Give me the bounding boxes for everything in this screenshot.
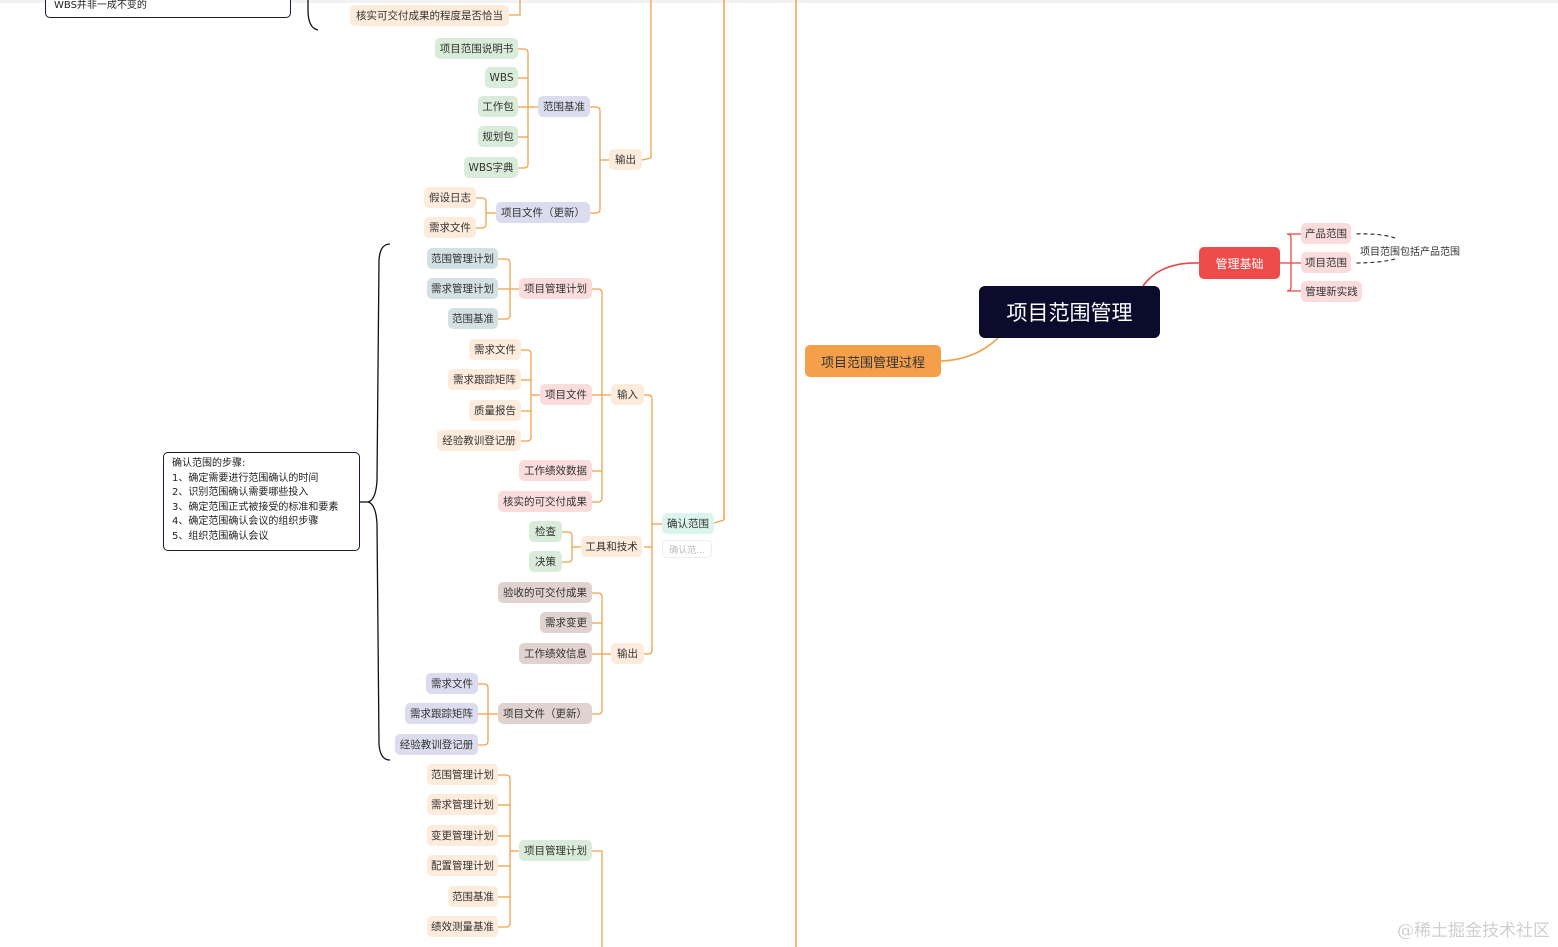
docs-input-bracket (521, 349, 532, 355)
validate-bracket (644, 394, 653, 400)
scope-baseline-node[interactable]: 范围基准 (538, 96, 590, 117)
relation-label: 项目范围包括产品范围 (1360, 247, 1460, 258)
verified-deliverables-node[interactable]: 核实的可交付成果 (498, 491, 592, 512)
project-docs-bracket (476, 197, 487, 203)
relation-arrow-2 (1353, 258, 1396, 264)
validate-sub-placeholder[interactable]: 确认范... (662, 540, 712, 558)
req-mgmt-plan-node[interactable]: 需求管理计划 (427, 278, 498, 299)
wbs-output-bracket (590, 106, 601, 112)
wbs-output-bracket (590, 208, 601, 214)
ctrl-change-plan-node[interactable]: 变更管理计划 (427, 825, 498, 846)
wbs-output-node[interactable]: 输出 (609, 149, 642, 170)
req-doc-input-node[interactable]: 需求文件 (469, 339, 521, 360)
new-practice-node[interactable]: 管理新实践 (1301, 281, 1362, 302)
validate-link (713, 519, 725, 524)
inspection-node[interactable]: 检查 (529, 521, 562, 542)
scope-baseline-bracket (518, 163, 529, 169)
wbs-node[interactable]: WBS (485, 67, 518, 88)
basis-branch[interactable]: 管理基础 (1199, 247, 1280, 279)
process-branch[interactable]: 项目范围管理过程 (805, 345, 941, 377)
pmp-input-bracket (498, 314, 511, 320)
control-pmp-bracket (498, 922, 511, 928)
validate-input-bracket (592, 497, 603, 503)
wbs-note-partial: WBS并非一成不变的 (45, 0, 291, 18)
requirements-doc-node[interactable]: 需求文件 (424, 217, 476, 238)
validate-scope-node[interactable]: 确认范围 (662, 513, 714, 534)
decision-node[interactable]: 决策 (529, 551, 562, 572)
root-node[interactable]: 项目范围管理 (979, 286, 1160, 338)
tools-bracket (562, 557, 573, 563)
planning-package-node[interactable]: 规划包 (478, 126, 518, 147)
validate-input-bracket (592, 288, 603, 294)
quality-report-node[interactable]: 质量报告 (469, 400, 521, 421)
req-trace-matrix-node[interactable]: 需求跟踪矩阵 (448, 369, 521, 390)
top-item-link (509, 0, 521, 16)
lessons-output-node[interactable]: 经验教训登记册 (395, 734, 478, 755)
validate-input-node[interactable]: 输入 (611, 384, 644, 405)
control-trunk (592, 850, 603, 947)
work-perf-info-node[interactable]: 工作绩效信息 (519, 643, 592, 664)
change-requests-node[interactable]: 需求变更 (540, 612, 592, 633)
ctrl-pm-plan-node[interactable]: 项目管理计划 (519, 840, 592, 861)
scope-baseline-input-node[interactable]: 范围基准 (448, 308, 498, 329)
ctrl-scope-plan-node[interactable]: 范围管理计划 (427, 764, 498, 785)
lessons-register-node[interactable]: 经验教训登记册 (437, 430, 521, 451)
wbs-output-link (641, 157, 652, 161)
docs-input-bracket (521, 436, 532, 442)
scope-baseline-bracket (518, 48, 529, 54)
ctrl-req-plan-node[interactable]: 需求管理计划 (427, 794, 498, 815)
ctrl-config-plan-node[interactable]: 配置管理计划 (427, 855, 498, 876)
docs-output-bracket (478, 740, 489, 746)
basis-bracket (1286, 233, 1301, 239)
watermark: @稀土掘金技术社区 (1397, 921, 1550, 941)
verify-degree-node[interactable]: 核实可交付成果的程度是否恰当 (350, 5, 509, 26)
req-doc-output-node[interactable]: 需求文件 (426, 673, 478, 694)
work-package-node[interactable]: 工作包 (478, 96, 518, 117)
root-basis-link (1142, 262, 1200, 287)
accepted-deliverables-node[interactable]: 验收的可交付成果 (498, 582, 592, 603)
assumption-log-node[interactable]: 假设日志 (424, 187, 476, 208)
validate-output-bracket (592, 592, 603, 598)
pm-plan-input-node[interactable]: 项目管理计划 (519, 278, 592, 299)
project-scope-node[interactable]: 项目范围 (1301, 252, 1351, 273)
product-scope-node[interactable]: 产品范围 (1301, 223, 1351, 244)
req-matrix-output-node[interactable]: 需求跟踪矩阵 (405, 703, 478, 724)
top-brace (307, 0, 319, 31)
basis-bracket (1286, 286, 1301, 292)
work-perf-data-node[interactable]: 工作绩效数据 (519, 460, 592, 481)
ctrl-scope-baseline-node[interactable]: 范围基准 (448, 886, 498, 907)
validate-output-bracket (592, 709, 603, 715)
note-brace (367, 243, 391, 761)
project-docs-input-node[interactable]: 项目文件 (540, 384, 592, 405)
root-process-link (940, 337, 999, 362)
docs-output-bracket (478, 683, 489, 689)
validate-output-node[interactable]: 输出 (611, 643, 644, 664)
scope-statement-node[interactable]: 项目范围说明书 (435, 38, 518, 59)
validate-steps-note: 确认范围的步骤: 1、确定需要进行范围确认的时间 2、识别范围确认需要哪些投入 … (163, 452, 360, 551)
tools-techniques-node[interactable]: 工具和技术 (581, 536, 642, 557)
validate-bracket (644, 649, 653, 655)
wbs-dictionary-node[interactable]: WBS字典 (464, 157, 518, 178)
project-docs-bracket (476, 223, 487, 229)
project-docs-update-node[interactable]: 项目文件（更新） (496, 202, 590, 223)
control-pmp-bracket (498, 774, 511, 780)
relation-arrow-1 (1353, 233, 1396, 239)
pmp-input-bracket (498, 258, 511, 264)
project-docs-output-node[interactable]: 项目文件（更新） (498, 703, 592, 724)
top-edge (0, 0, 1558, 3)
ctrl-perf-baseline-node[interactable]: 绩效测量基准 (427, 916, 498, 937)
scope-mgmt-plan-node[interactable]: 范围管理计划 (427, 248, 498, 269)
tools-bracket (562, 531, 573, 537)
